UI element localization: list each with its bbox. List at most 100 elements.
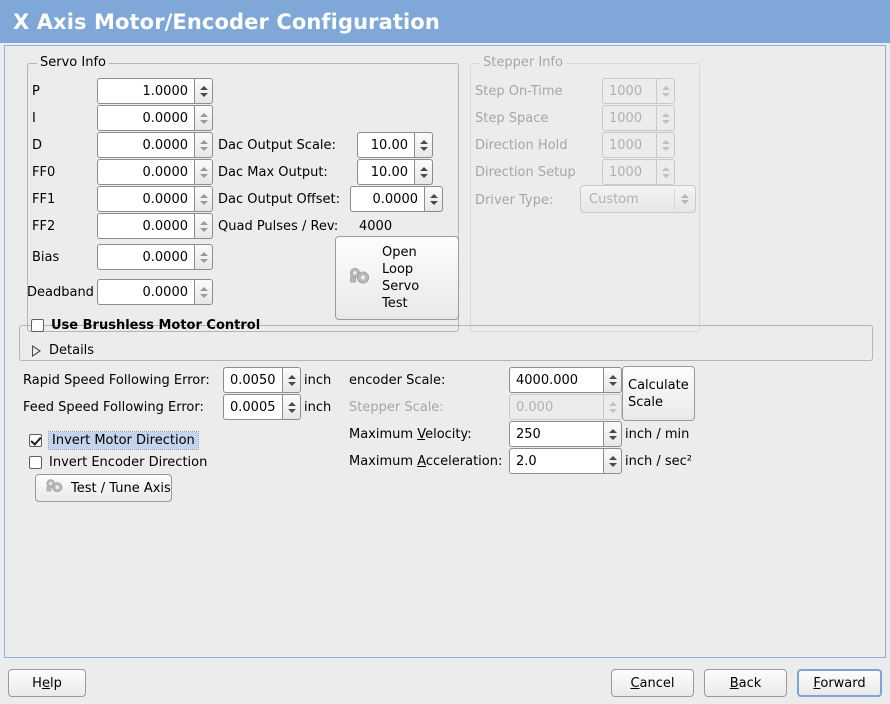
dac-output-scale-value[interactable]: 10.00	[357, 132, 414, 158]
back-button[interactable]: Back	[704, 669, 787, 697]
servo-spin-ff1[interactable]: 0.0000	[97, 186, 213, 212]
rapid-following-error-unit: inch	[304, 373, 332, 388]
help-button[interactable]: Help	[8, 669, 86, 697]
dac-output-scale-buttons[interactable]	[414, 132, 433, 158]
max-acceleration-spin[interactable]: 2.0	[509, 448, 622, 474]
chevron-right-icon[interactable]	[32, 344, 41, 357]
servo-spin-d[interactable]: 0.0000	[97, 132, 213, 158]
servo-spin-p[interactable]: 1.0000	[97, 78, 213, 104]
servo-spin-i-value[interactable]: 0.0000	[97, 105, 194, 131]
feed-following-error-value[interactable]: 0.0005	[223, 394, 282, 420]
gears-icon	[43, 476, 65, 500]
driver-type-value: Custom	[589, 191, 639, 207]
max-acceleration-mnemonic: A	[417, 454, 426, 469]
servo-spin-bias[interactable]: 0.0000	[97, 244, 213, 270]
servo-spin-bias-buttons[interactable]	[194, 244, 213, 270]
open-loop-line-4: Test	[382, 296, 408, 311]
help-pre: H	[32, 675, 42, 691]
servo-spin-i-buttons[interactable]	[194, 105, 213, 131]
rapid-following-error-buttons[interactable]	[282, 367, 301, 393]
back-post: ack	[738, 675, 762, 691]
max-velocity-value[interactable]: 250	[509, 421, 603, 447]
rapid-following-error-value[interactable]: 0.0050	[223, 367, 282, 393]
max-velocity-mnemonic: V	[417, 427, 426, 442]
servo-spin-i[interactable]: 0.0000	[97, 105, 213, 131]
checkbox-box[interactable]	[29, 456, 42, 469]
forward-button[interactable]: Forward	[797, 669, 882, 697]
servo-spin-deadband[interactable]: 0.0000	[97, 279, 213, 305]
max-velocity-label-post: elocity:	[425, 427, 472, 442]
servo-label-ff2: FF2	[32, 219, 56, 234]
dac-max-output-buttons[interactable]	[414, 159, 433, 185]
max-velocity-label: Maximum Velocity:	[349, 427, 472, 443]
servo-spin-ff2-value[interactable]: 0.0000	[97, 213, 194, 239]
dac-output-scale-spin[interactable]: 10.00	[357, 132, 433, 158]
stepper-info-legend: Stepper Info	[480, 55, 566, 70]
invert-motor-direction-checkbox[interactable]: Invert Motor Direction	[29, 431, 199, 450]
servo-spin-ff0-value[interactable]: 0.0000	[97, 159, 194, 185]
open-loop-servo-test-button[interactable]: Open Loop Servo Test	[335, 236, 459, 320]
gears-icon	[346, 264, 372, 292]
dac-max-output-spin[interactable]: 10.00	[357, 159, 433, 185]
stepper-scale-buttons	[603, 394, 622, 420]
servo-label-i: I	[32, 111, 36, 126]
servo-spin-ff1-buttons[interactable]	[194, 186, 213, 212]
direction-setup-buttons	[656, 159, 675, 185]
open-loop-line-2: Loop	[382, 262, 414, 277]
max-acceleration-label-pre: Maximum	[349, 454, 418, 469]
dac-output-offset-spin[interactable]: 0.0000	[350, 186, 443, 212]
servo-spin-d-value[interactable]: 0.0000	[97, 132, 194, 158]
servo-info-frame: Servo Info	[27, 55, 459, 332]
details-disclosure[interactable]: Details	[32, 343, 94, 358]
cancel-button[interactable]: Cancel	[611, 669, 694, 697]
feed-following-error-buttons[interactable]	[282, 394, 301, 420]
help-button-label: Help	[32, 676, 62, 691]
max-velocity-label-pre: Maximum	[349, 427, 418, 442]
test-tune-axis-label: Test / Tune Axis	[71, 480, 171, 496]
feed-following-error-label: Feed Speed Following Error:	[23, 400, 204, 415]
help-post: lp	[49, 675, 62, 691]
servo-spin-ff0[interactable]: 0.0000	[97, 159, 213, 185]
dac-output-offset-buttons[interactable]	[424, 186, 443, 212]
dac-output-offset-value[interactable]: 0.0000	[350, 186, 424, 212]
max-acceleration-value[interactable]: 2.0	[509, 448, 603, 474]
dac-max-output-value[interactable]: 10.00	[357, 159, 414, 185]
invert-motor-direction-label: Invert Motor Direction	[48, 431, 199, 450]
encoder-scale-value[interactable]: 4000.000	[509, 367, 603, 393]
stepper-scale-label: Stepper Scale:	[349, 400, 444, 415]
servo-spin-ff2[interactable]: 0.0000	[97, 213, 213, 239]
driver-type-combo: Custom	[580, 185, 696, 213]
servo-spin-p-value[interactable]: 1.0000	[97, 78, 194, 104]
max-velocity-buttons[interactable]	[603, 421, 622, 447]
details-label: Details	[49, 343, 95, 358]
checkbox-box[interactable]	[29, 434, 42, 447]
servo-label-ff0: FF0	[32, 165, 56, 180]
servo-spin-bias-value[interactable]: 0.0000	[97, 244, 194, 270]
servo-spin-deadband-value[interactable]: 0.0000	[97, 279, 194, 305]
direction-hold-label: Direction Hold	[475, 138, 568, 153]
stepper-scale-value: 0.000	[509, 394, 603, 420]
use-brushless-checkbox[interactable]: Use Brushless Motor Control	[31, 318, 260, 333]
stepper-info-frame: Stepper Info	[470, 55, 700, 332]
calculate-scale-button[interactable]: Calculate Scale	[622, 366, 695, 421]
max-velocity-spin[interactable]: 250	[509, 421, 622, 447]
invert-encoder-direction-checkbox[interactable]: Invert Encoder Direction	[29, 455, 207, 470]
max-acceleration-buttons[interactable]	[603, 448, 622, 474]
test-tune-axis-button[interactable]: Test / Tune Axis	[35, 474, 172, 502]
driver-type-label: Driver Type:	[475, 193, 554, 208]
direction-hold-value: 1000	[602, 132, 656, 158]
encoder-scale-spin[interactable]: 4000.000	[509, 367, 622, 393]
encoder-scale-buttons[interactable]	[603, 367, 622, 393]
servo-spin-ff0-buttons[interactable]	[194, 159, 213, 185]
servo-spin-ff1-value[interactable]: 0.0000	[97, 186, 194, 212]
servo-spin-ff2-buttons[interactable]	[194, 213, 213, 239]
direction-setup-value: 1000	[602, 159, 656, 185]
brushless-frame	[19, 325, 873, 361]
servo-spin-d-buttons[interactable]	[194, 132, 213, 158]
feed-following-error-spin[interactable]: 0.0005	[223, 394, 301, 420]
servo-spin-p-buttons[interactable]	[194, 78, 213, 104]
checkbox-box[interactable]	[31, 319, 44, 332]
quad-pulses-label: Quad Pulses / Rev:	[218, 219, 339, 234]
rapid-following-error-spin[interactable]: 0.0050	[223, 367, 301, 393]
servo-spin-deadband-buttons[interactable]	[194, 279, 213, 305]
